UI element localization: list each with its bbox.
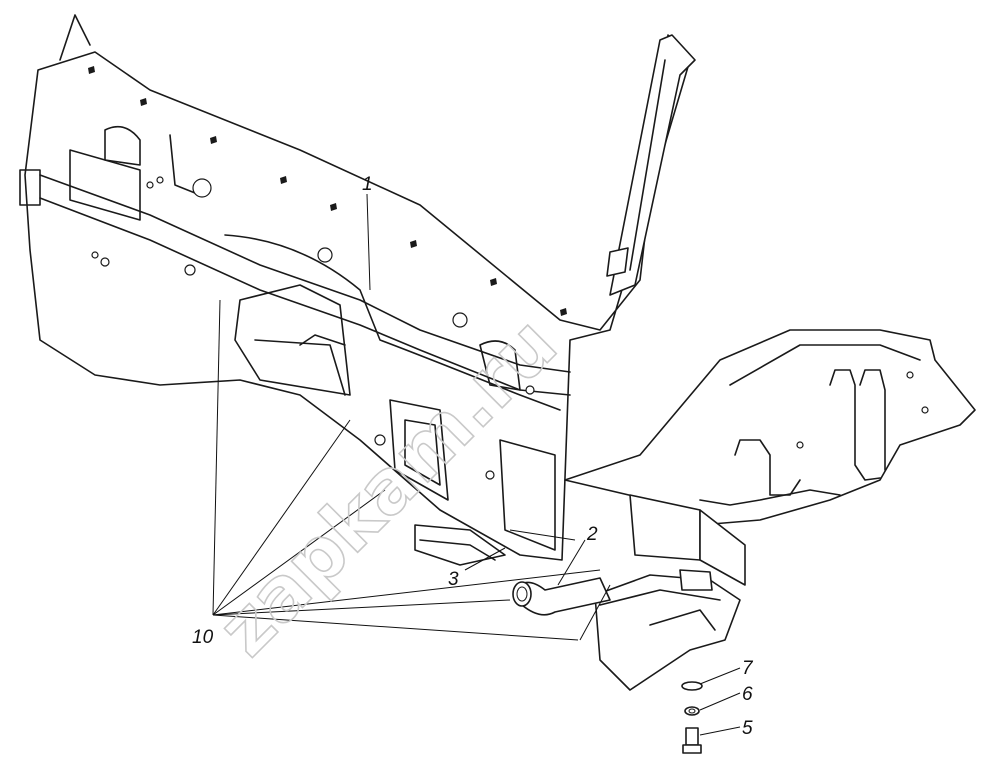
lock-washer-6 [684, 706, 700, 716]
callout-3: 3 [448, 569, 459, 590]
leader-lines [212, 193, 741, 736]
callout-5: 5 [742, 718, 753, 739]
heater-box [594, 569, 741, 691]
callout-10: 10 [192, 627, 214, 648]
duct-bracket [414, 494, 746, 586]
callout-6: 6 [742, 684, 753, 705]
cab-rear-panel [19, 14, 691, 561]
fasteners [681, 681, 703, 754]
floor-frame [564, 329, 976, 526]
callout-7: 7 [742, 658, 754, 679]
washer-7 [681, 681, 703, 691]
callout-2: 2 [586, 524, 598, 545]
callout-1: 1 [362, 174, 373, 195]
air-hose [512, 577, 611, 616]
side-pillar [606, 34, 696, 296]
bolt-5 [682, 727, 702, 754]
